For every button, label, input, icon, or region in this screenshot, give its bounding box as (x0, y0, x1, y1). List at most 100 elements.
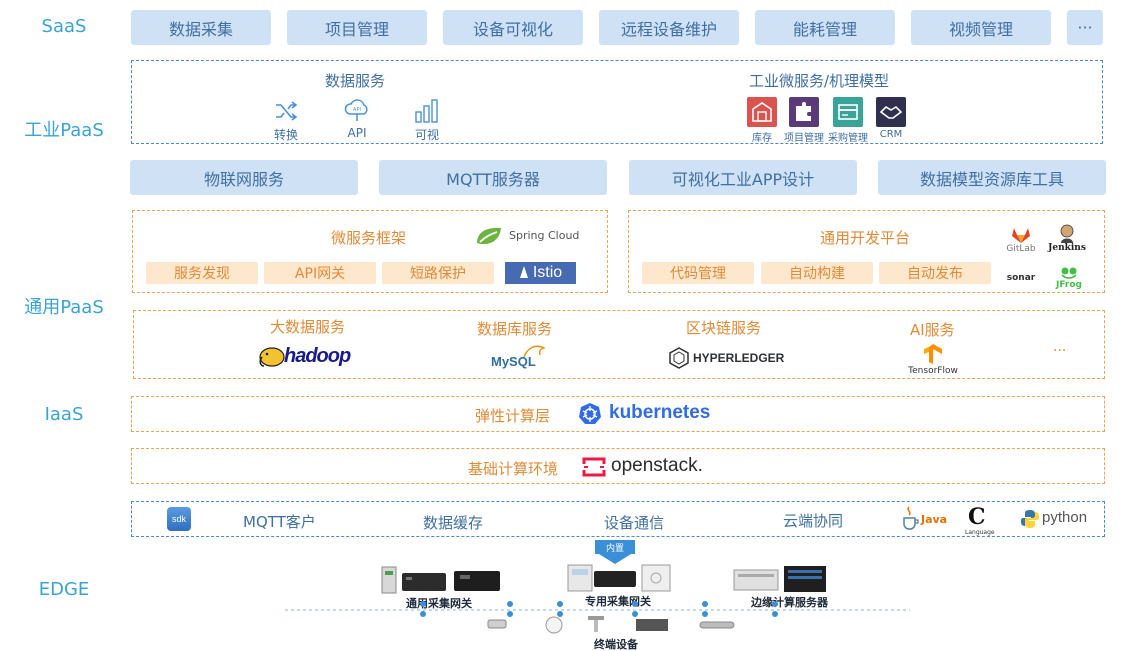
built-in-badge: 内置 (595, 540, 635, 554)
puzzle-icon (789, 97, 819, 127)
mysql-logo: MySQL (491, 354, 536, 369)
band-iot-service[interactable]: 物联网服务 (130, 160, 358, 195)
edge-row-box (131, 501, 1105, 537)
sdk-icon: sdk (167, 507, 191, 531)
chip-circuit-breaker: 短路保护 (382, 262, 494, 284)
saas-module-project-management[interactable]: 项目管理 (287, 10, 427, 45)
micro-service-inventory-label: 库存 (752, 133, 772, 144)
database-title: 数据库服务 (477, 320, 553, 338)
spring-cloud-logo: Spring Cloud (509, 229, 580, 242)
saas-module-energy-management[interactable]: 能耗管理 (755, 10, 895, 45)
hadoop-logo: hadoop (284, 345, 351, 367)
general-gateway-devices (381, 566, 500, 594)
c-language-logo: C (968, 504, 986, 530)
basic-compute-box (131, 448, 1105, 484)
layer-label-general-paas: 通用PaaS (24, 297, 104, 318)
edge-data-cache: 数据缓存 (423, 514, 484, 532)
micro-service-project-label: 项目管理 (784, 133, 824, 144)
spring-leaf-icon (477, 227, 501, 245)
micro-service-title: 工业微服务/机理模型 (749, 72, 890, 90)
istio-logo-text: Istio (532, 264, 563, 281)
dev-platform-box (628, 210, 1105, 293)
big-data-title: 大数据服务 (270, 318, 346, 336)
micro-service-crm-label: CRM (879, 129, 903, 140)
warehouse-icon (747, 97, 777, 127)
java-cup-icon (903, 506, 919, 530)
jenkins-label: Jenkins (1048, 243, 1086, 253)
python-logo: python (1042, 509, 1088, 526)
saas-module-device-visualization[interactable]: 设备可视化 (443, 10, 583, 45)
gitlab-fox-icon (1012, 228, 1030, 243)
tensorflow-icon (924, 344, 942, 364)
data-service-visual-label: 可视 (414, 128, 439, 142)
hadoop-elephant-icon (259, 347, 285, 367)
kubernetes-logo: kubernetes (609, 402, 711, 423)
edge-mqtt-client: MQTT客户 (243, 513, 316, 531)
jfrog-icon (1061, 267, 1077, 279)
saas-module-data-collection[interactable]: 数据采集 (131, 10, 271, 45)
gitlab-label: GitLab (1006, 244, 1036, 254)
sdk-icon-text: sdk (171, 514, 186, 524)
edge-cloud-collab: 云端协同 (783, 512, 844, 530)
basic-compute-title: 基础计算环境 (468, 460, 559, 478)
layer-label-saas: SaaS (41, 16, 87, 37)
purchase-card-icon (833, 97, 863, 127)
blockchain-title: 区块链服务 (686, 319, 762, 337)
micro-service-purchase-label: 采购管理 (828, 133, 868, 144)
api-icon-text: API (353, 107, 361, 113)
chip-auto-deploy: 自动发布 (879, 262, 991, 284)
edge-server-devices (733, 566, 826, 592)
edge-device-comm: 设备通信 (604, 514, 665, 532)
band-visual-app-design[interactable]: 可视化工业APP设计 (629, 160, 857, 195)
big-services-more: ··· (1053, 343, 1067, 359)
data-service-api-label: API (347, 126, 367, 140)
ai-service-title: AI服务 (910, 321, 955, 339)
chip-api-gateway: API网关 (264, 262, 376, 284)
elastic-compute-title: 弹性计算层 (475, 407, 551, 425)
istio-sail-icon (519, 266, 528, 278)
shuffle-icon (276, 101, 298, 121)
band-data-model-tool[interactable]: 数据模型资源库工具 (878, 160, 1106, 195)
device-bus-line (285, 601, 910, 617)
saas-module-video-management[interactable]: 视频管理 (911, 10, 1051, 45)
jfrog-label: JFrog (1056, 280, 1082, 290)
layer-label-iaas: IaaS (44, 404, 84, 425)
python-icon (1021, 510, 1039, 528)
layer-label-edge: EDGE (38, 579, 90, 600)
data-service-title: 数据服务 (325, 72, 386, 90)
dev-platform-title: 通用开发平台 (820, 229, 911, 247)
kubernetes-wheel-icon (579, 403, 601, 424)
elastic-compute-box (131, 396, 1105, 432)
edge-server-label: 边缘计算服务器 (751, 596, 828, 609)
cloud-api-icon: API (344, 99, 368, 121)
framework-title: 微服务框架 (331, 229, 407, 247)
special-gateway-devices (567, 564, 671, 592)
layer-label-industrial-paas: 工业PaaS (24, 120, 104, 141)
industrial-paas-box (131, 60, 1103, 144)
handshake-icon (876, 97, 906, 127)
chip-code-management: 代码管理 (642, 262, 754, 284)
jenkins-icon (1060, 224, 1074, 243)
chip-service-discovery: 服务发现 (146, 262, 258, 284)
openstack-icon (582, 457, 606, 477)
c-language-label: Language (965, 529, 995, 536)
microservice-framework-box (132, 210, 608, 293)
openstack-logo: openstack. (611, 455, 703, 476)
built-in-badge-text: 内置 (605, 543, 624, 554)
terminal-devices (487, 616, 735, 634)
java-logo: Java (921, 513, 948, 526)
mysql-dolphin-icon (523, 345, 546, 358)
band-mqtt-server[interactable]: MQTT服务器 (379, 160, 607, 195)
sonar-label: sonar (1006, 273, 1036, 283)
built-in-arrow (599, 554, 631, 564)
saas-module-more[interactable]: ··· (1067, 10, 1103, 45)
saas-module-remote-maintenance[interactable]: 远程设备维护 (599, 10, 739, 45)
chip-auto-build: 自动构建 (761, 262, 873, 284)
hyperledger-icon (669, 347, 689, 369)
terminal-devices-label: 终端设备 (594, 638, 638, 651)
bar-chart-icon (415, 99, 438, 123)
hyperledger-logo: HYPERLEDGER (693, 351, 785, 365)
data-service-transform-label: 转换 (273, 128, 298, 142)
big-services-box (133, 310, 1105, 379)
istio-logo: Istio (505, 262, 576, 284)
